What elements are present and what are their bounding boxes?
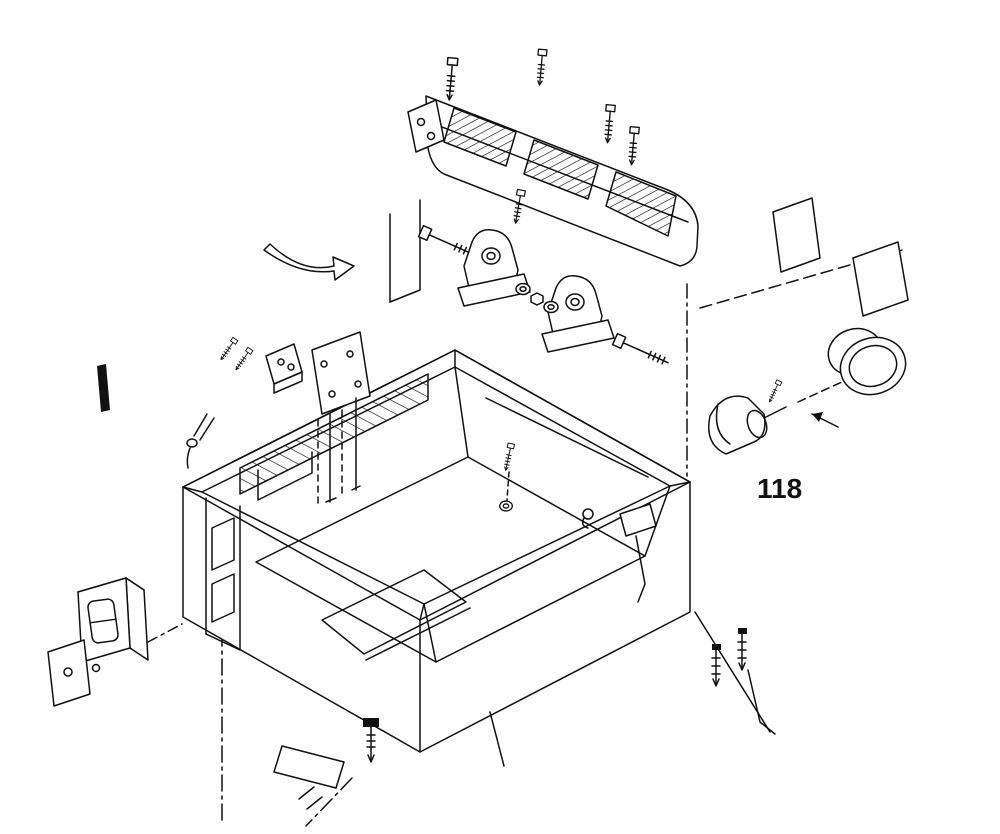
screw-icon <box>711 644 721 687</box>
rotation-arrow-icon <box>263 243 355 281</box>
pillow-bracket-right <box>541 275 615 353</box>
screw-icon <box>626 125 640 166</box>
left-wall-channel <box>205 497 241 651</box>
leader-line <box>747 669 776 735</box>
screw-icon <box>534 48 548 87</box>
bar-end-plate <box>407 99 445 153</box>
washer-icon <box>499 500 513 512</box>
fin-section-2 <box>523 139 599 200</box>
bottom-plate <box>273 745 345 789</box>
cooling-ribs <box>239 373 429 495</box>
washer-icon <box>543 300 559 314</box>
alignment-dash-lines <box>147 249 903 827</box>
panel-plate <box>772 197 821 273</box>
latch-bracket <box>619 503 657 603</box>
marker-bar <box>97 364 110 412</box>
nut-icon <box>530 292 544 306</box>
fin-section-1 <box>443 107 517 167</box>
screw-icon <box>737 628 747 671</box>
screw-icon <box>218 336 239 362</box>
pillow-bracket-left <box>457 229 531 307</box>
bracket-plate-assembly <box>218 331 371 507</box>
terminal-wire <box>186 413 215 469</box>
bolt-icon <box>363 718 379 763</box>
screw-icon <box>233 346 254 372</box>
mounting-plate <box>311 331 371 415</box>
washer-icon <box>515 282 531 296</box>
bracket-and-hardware-assembly <box>417 224 672 369</box>
side-panels <box>772 197 909 317</box>
part-118-label: 118 <box>757 473 802 504</box>
screw-icon <box>443 56 459 102</box>
interior-fasteners <box>499 442 594 529</box>
fin-section-3 <box>605 171 677 237</box>
bolt-icon <box>611 332 672 369</box>
floor-opening <box>321 569 467 655</box>
chassis-floor <box>255 456 646 663</box>
panel-plate <box>852 241 909 317</box>
chassis-outline <box>182 349 691 753</box>
finned-bar-assembly <box>389 95 699 303</box>
coupler-body <box>708 395 766 455</box>
leader-line <box>489 711 505 767</box>
screw-icon <box>602 103 616 144</box>
switch-assembly <box>47 577 149 707</box>
switch-cover-plate <box>47 639 91 707</box>
screw-icon <box>766 379 783 404</box>
tube-collar <box>827 327 907 396</box>
pointer-arrowhead <box>812 412 823 422</box>
bottom-fasteners <box>273 628 747 810</box>
motor-coupler: 118 <box>708 379 839 504</box>
main-chassis <box>182 349 776 767</box>
